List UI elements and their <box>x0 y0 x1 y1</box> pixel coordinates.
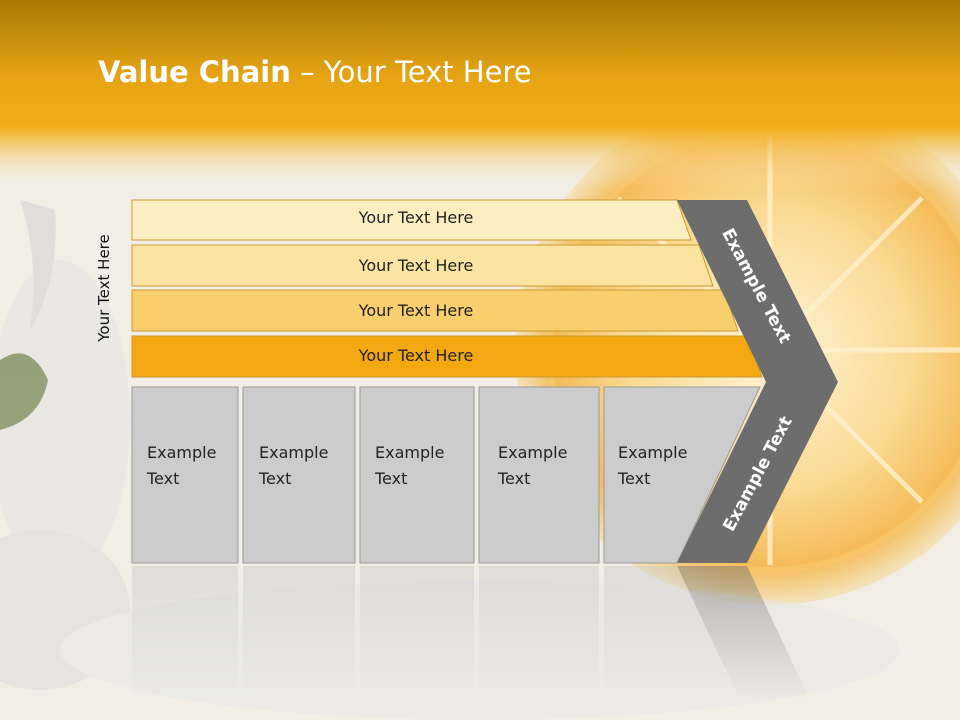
box-label-line2: Text <box>498 469 531 488</box>
box-shape <box>359 386 475 564</box>
box-label-line1: Example <box>618 443 688 462</box>
value-chain-boxes <box>131 386 761 564</box>
box-label-line2: Text <box>375 469 408 488</box>
box-reflection <box>132 566 238 700</box>
box-label-line1: Example <box>498 443 568 462</box>
box-reflection <box>243 566 355 700</box>
band-shape <box>131 244 714 287</box>
title-rest: – Your Text Here <box>290 55 532 89</box>
band-label: Your Text Here <box>358 346 474 365</box>
box-label: Example Text <box>618 440 687 492</box>
band-shape <box>131 199 692 241</box>
title-bold: Value Chain <box>98 55 291 89</box>
box-shape <box>242 386 356 564</box>
box-reflection <box>604 566 740 700</box>
box-label-line1: Example <box>259 443 329 462</box>
box-reflection <box>360 566 474 700</box>
box-label: Example Text <box>375 440 444 492</box>
band-shape <box>131 289 739 332</box>
band-label: Your Text Here <box>358 301 474 320</box>
side-label-text: Your Text Here <box>95 234 113 342</box>
value-chain-bands <box>131 199 763 378</box>
box-label: Example Text <box>259 440 328 492</box>
box-label: Example Text <box>498 440 567 492</box>
leaf-illustration <box>0 353 48 430</box>
band-shape <box>131 335 763 378</box>
band-label: Your Text Here <box>358 256 474 275</box>
box-label-line2: Text <box>618 469 651 488</box>
reflection-layer <box>132 566 810 700</box>
value-chain-chevron <box>677 200 838 563</box>
box-shape <box>131 386 239 564</box>
box-label-line1: Example <box>375 443 445 462</box>
box-reflection <box>479 566 599 700</box>
box-shape <box>478 386 600 564</box>
box-label-line2: Text <box>259 469 292 488</box>
box-label-line2: Text <box>147 469 180 488</box>
slide-title: Value Chain – Your Text Here <box>98 55 532 89</box>
box-label: Example Text <box>147 440 216 492</box>
header-band <box>0 0 960 128</box>
chevron-reflection <box>677 566 810 700</box>
band-label: Your Text Here <box>358 208 474 227</box>
box-label-line1: Example <box>147 443 217 462</box>
